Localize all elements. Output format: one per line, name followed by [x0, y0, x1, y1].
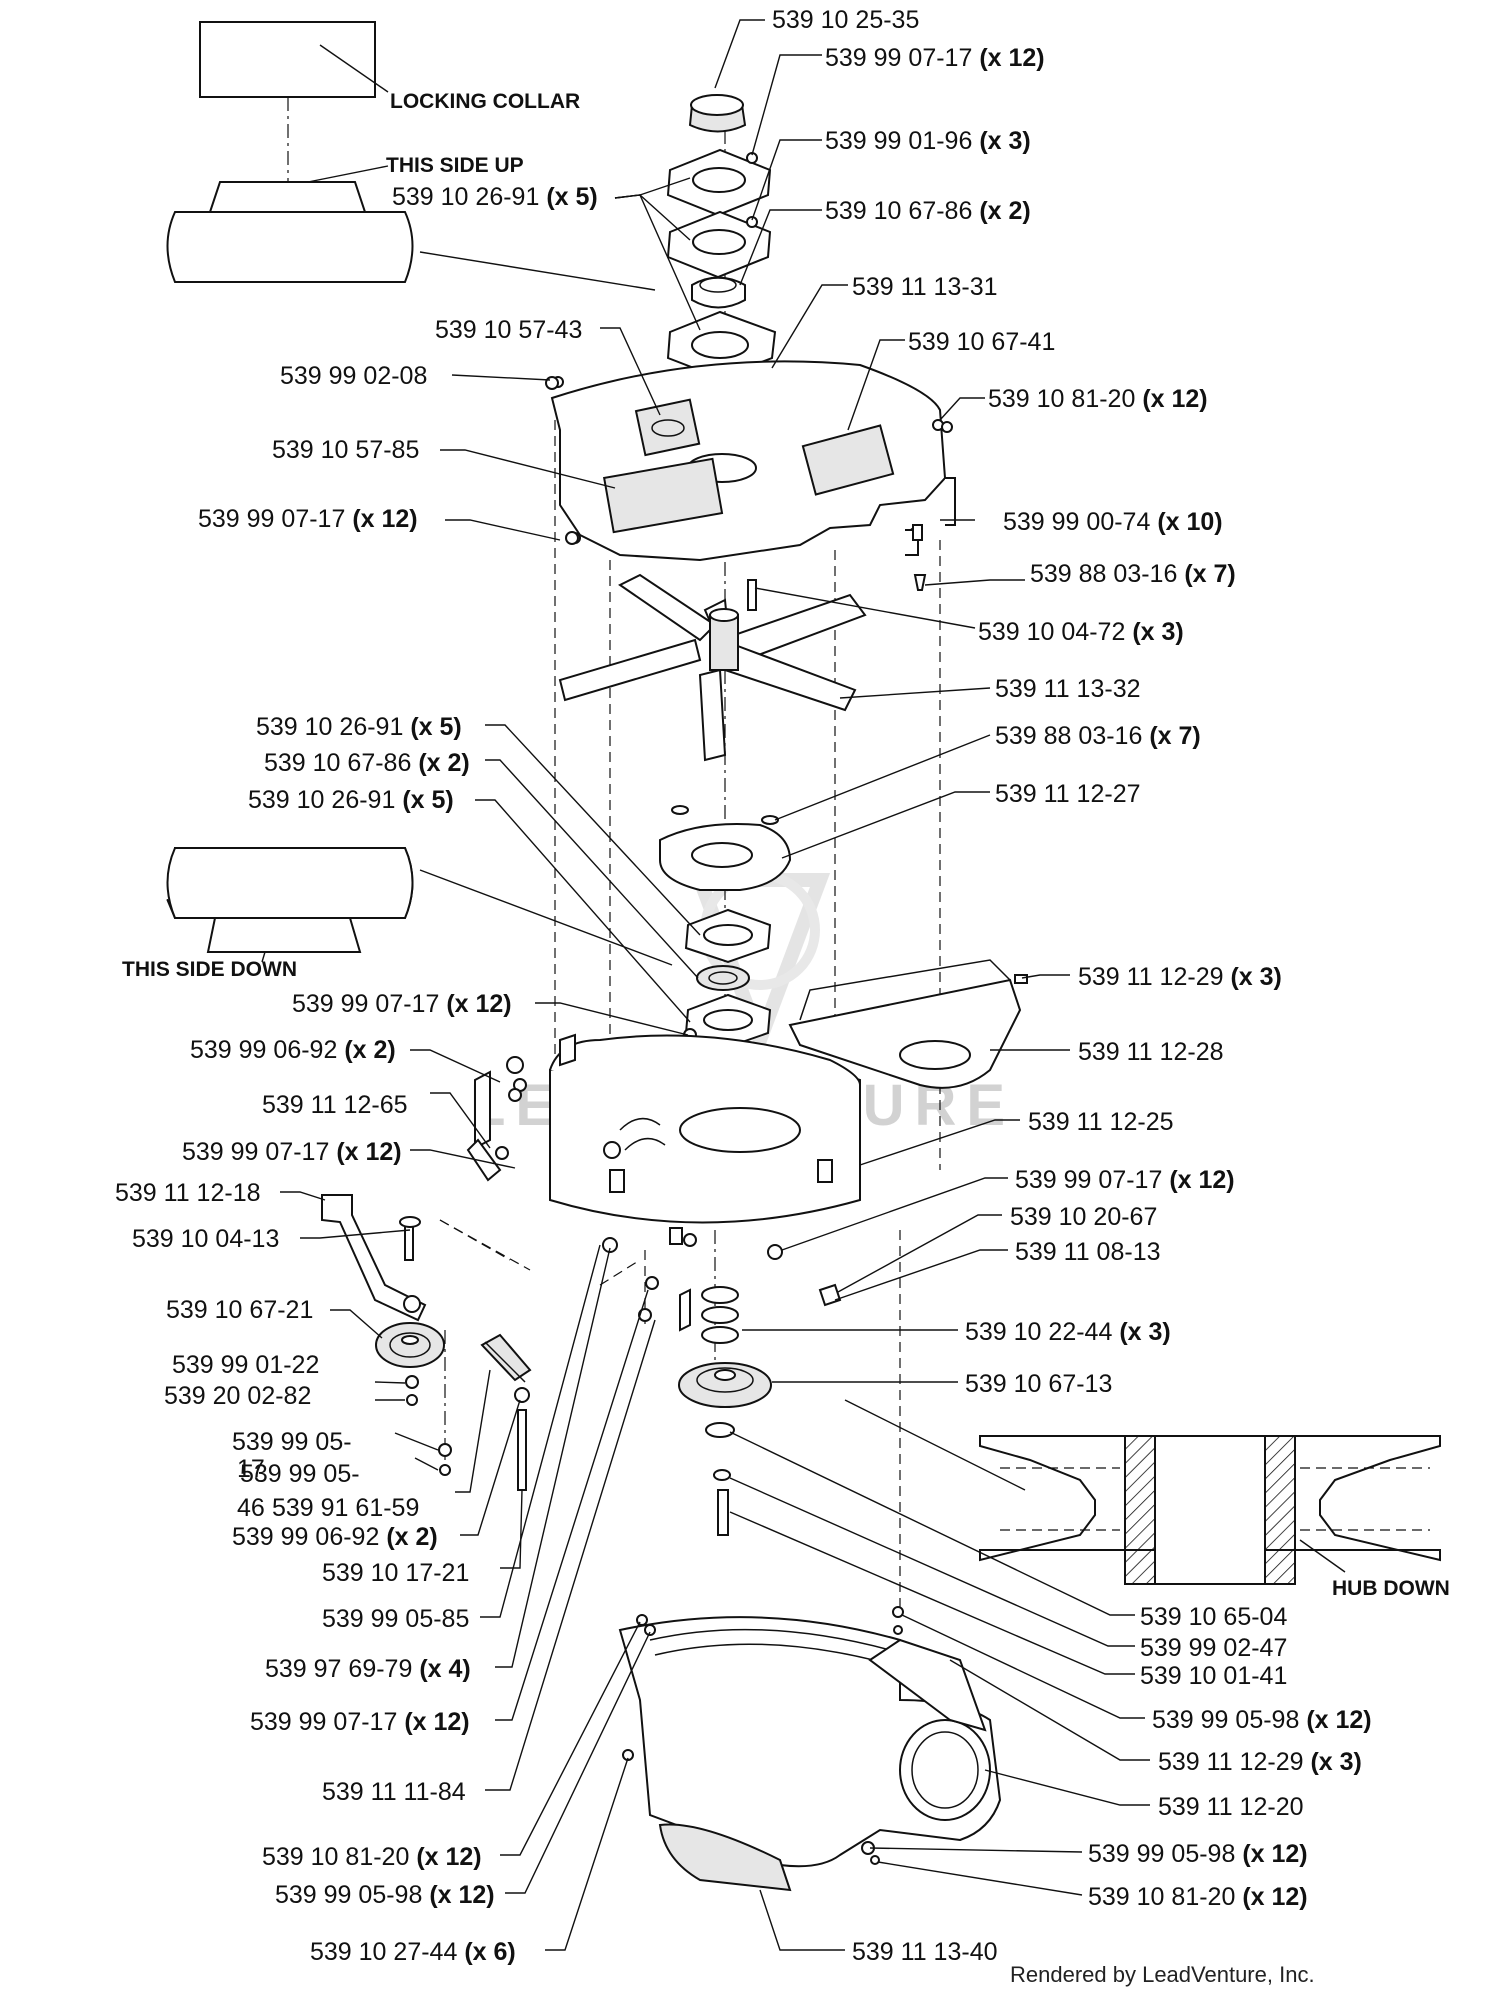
callout-c40: 539 99 06-92 (x 2)	[190, 1036, 396, 1064]
callout-c19: 539 11 08-13	[1015, 1238, 1161, 1266]
discharge-chute	[618, 1606, 1002, 1892]
note-hub-down: HUB DOWN	[1332, 1577, 1450, 1600]
callout-c13: 539 11 12-27	[995, 780, 1141, 808]
callout-c46: 539 99 01-22	[172, 1351, 319, 1379]
callout-c27: 539 11 12-20	[1158, 1793, 1304, 1821]
callout-c38: 539 10 26-91 (x 5)	[248, 786, 454, 814]
callout-c05: 539 11 13-31	[852, 273, 998, 301]
bearing-outer-ring	[166, 211, 414, 283]
callout-c47: 539 20 02-82	[164, 1382, 311, 1410]
callout-c18: 539 10 20-67	[1010, 1203, 1157, 1231]
callout-c01: 539 10 25-35	[772, 6, 919, 34]
callout-c31: 539 10 26-91 (x 5)	[392, 183, 598, 211]
callout-c44: 539 10 04-13	[132, 1225, 279, 1253]
callout-c06: 539 10 67-41	[908, 328, 1055, 356]
callout-c02: 539 99 07-17 (x 12)	[825, 44, 1045, 72]
callout-c37: 539 10 67-86 (x 2)	[264, 749, 470, 777]
callout-c16: 539 11 12-25	[1028, 1108, 1174, 1136]
callout-c28: 539 99 05-98 (x 12)	[1088, 1840, 1308, 1868]
collar-upper-face	[208, 181, 367, 213]
callout-c50: 539 91 61-59	[272, 1494, 419, 1522]
callout-c04: 539 10 67-86 (x 2)	[825, 197, 1031, 225]
callout-c57: 539 10 81-20 (x 12)	[262, 1843, 482, 1871]
callout-c30: 539 11 13-40	[852, 1938, 998, 1966]
callout-c11: 539 11 13-32	[995, 675, 1141, 703]
callout-c43: 539 11 12-18	[115, 1179, 261, 1207]
callout-c45: 539 10 67-21	[166, 1296, 313, 1324]
note-locking-collar: LOCKING COLLAR	[390, 90, 580, 113]
callout-c58: 539 99 05-98 (x 12)	[275, 1881, 495, 1909]
note-this-side-up: THIS SIDE UP	[386, 154, 524, 177]
callout-c42: 539 99 07-17 (x 12)	[182, 1138, 402, 1166]
callout-c15: 539 11 12-28	[1078, 1038, 1224, 1066]
locking-collar-drawing	[199, 21, 376, 98]
callout-c34: 539 10 57-85	[272, 436, 419, 464]
drive-pulley-group	[602, 1227, 842, 1536]
pulley-section-inset	[844, 1399, 1441, 1585]
callout-c09: 539 88 03-16 (x 7)	[1030, 560, 1236, 588]
callout-c29: 539 10 81-20 (x 12)	[1088, 1883, 1308, 1911]
callout-c35: 539 99 07-17 (x 12)	[198, 505, 418, 533]
callout-c36: 539 10 26-91 (x 5)	[256, 713, 462, 741]
callout-c26: 539 11 12-29 (x 3)	[1158, 1748, 1362, 1776]
bearing-inset-middle	[166, 847, 673, 966]
top-bearing-stack	[666, 94, 777, 380]
callout-c48a: 539 99 05-	[232, 1428, 352, 1456]
assembly-notes: LOCKING COLLAR THIS SIDE UP THIS SIDE DO…	[122, 90, 1450, 1600]
decal-57-85	[602, 457, 724, 534]
bearing-inset-top	[166, 21, 656, 291]
callout-c39: 539 99 07-17 (x 12)	[292, 990, 512, 1018]
callout-c54: 539 97 69-79 (x 4)	[265, 1655, 471, 1683]
callout-c48b: 17	[237, 1455, 265, 1483]
lower-bearing-stack	[659, 823, 792, 1049]
decal-57-43	[634, 398, 701, 457]
part-callouts: 539 10 25-35 539 99 07-17 (x 12) 539 99 …	[115, 6, 1372, 1966]
idler-arm-assembly	[321, 1056, 532, 1491]
callout-c17: 539 99 07-17 (x 12)	[1015, 1166, 1235, 1194]
callout-c51: 539 99 06-92 (x 2)	[232, 1523, 438, 1551]
callout-c33: 539 99 02-08	[280, 362, 427, 390]
callout-c14: 539 11 12-29 (x 3)	[1078, 963, 1282, 991]
callout-c20: 539 10 22-44 (x 3)	[965, 1318, 1171, 1346]
hardware-fasteners	[495, 376, 953, 1160]
callout-c03: 539 99 01-96 (x 3)	[825, 127, 1031, 155]
deflector-13-40	[658, 1823, 792, 1892]
callout-c25: 539 99 05-98 (x 12)	[1152, 1706, 1372, 1734]
fan-impeller	[558, 573, 867, 762]
callout-c24: 539 10 01-41	[1140, 1662, 1287, 1690]
callout-c53: 539 99 05-85	[322, 1605, 469, 1633]
callout-c49a: 539 99 05-	[240, 1460, 360, 1488]
housing-base	[549, 1033, 861, 1224]
callout-c07: 539 10 81-20 (x 12)	[988, 385, 1208, 413]
callout-c23: 539 99 02-47	[1140, 1634, 1287, 1662]
callout-c55: 539 99 07-17 (x 12)	[250, 1708, 470, 1736]
callout-c22: 539 10 65-04	[1140, 1603, 1287, 1631]
decal-67-41	[801, 424, 895, 496]
footer-credit: Rendered by LeadVenture, Inc.	[1010, 1962, 1315, 1987]
callout-c52: 539 10 17-21	[322, 1559, 469, 1587]
callout-c32: 539 10 57-43	[435, 316, 582, 344]
callout-c56: 539 11 11-84	[322, 1778, 466, 1806]
callout-c08: 539 99 00-74 (x 10)	[1003, 508, 1223, 536]
callout-c10: 539 10 04-72 (x 3)	[978, 618, 1184, 646]
leader-lines	[280, 19, 1150, 1951]
callout-c41: 539 11 12-65	[262, 1091, 408, 1119]
callout-c12: 539 88 03-16 (x 7)	[995, 722, 1201, 750]
callout-c49b: 46	[237, 1494, 265, 1522]
callout-c59: 539 10 27-44 (x 6)	[310, 1938, 516, 1966]
top-cover-plate	[550, 360, 956, 562]
note-this-side-down: THIS SIDE DOWN	[122, 958, 297, 981]
callout-c21: 539 10 67-13	[965, 1370, 1112, 1398]
